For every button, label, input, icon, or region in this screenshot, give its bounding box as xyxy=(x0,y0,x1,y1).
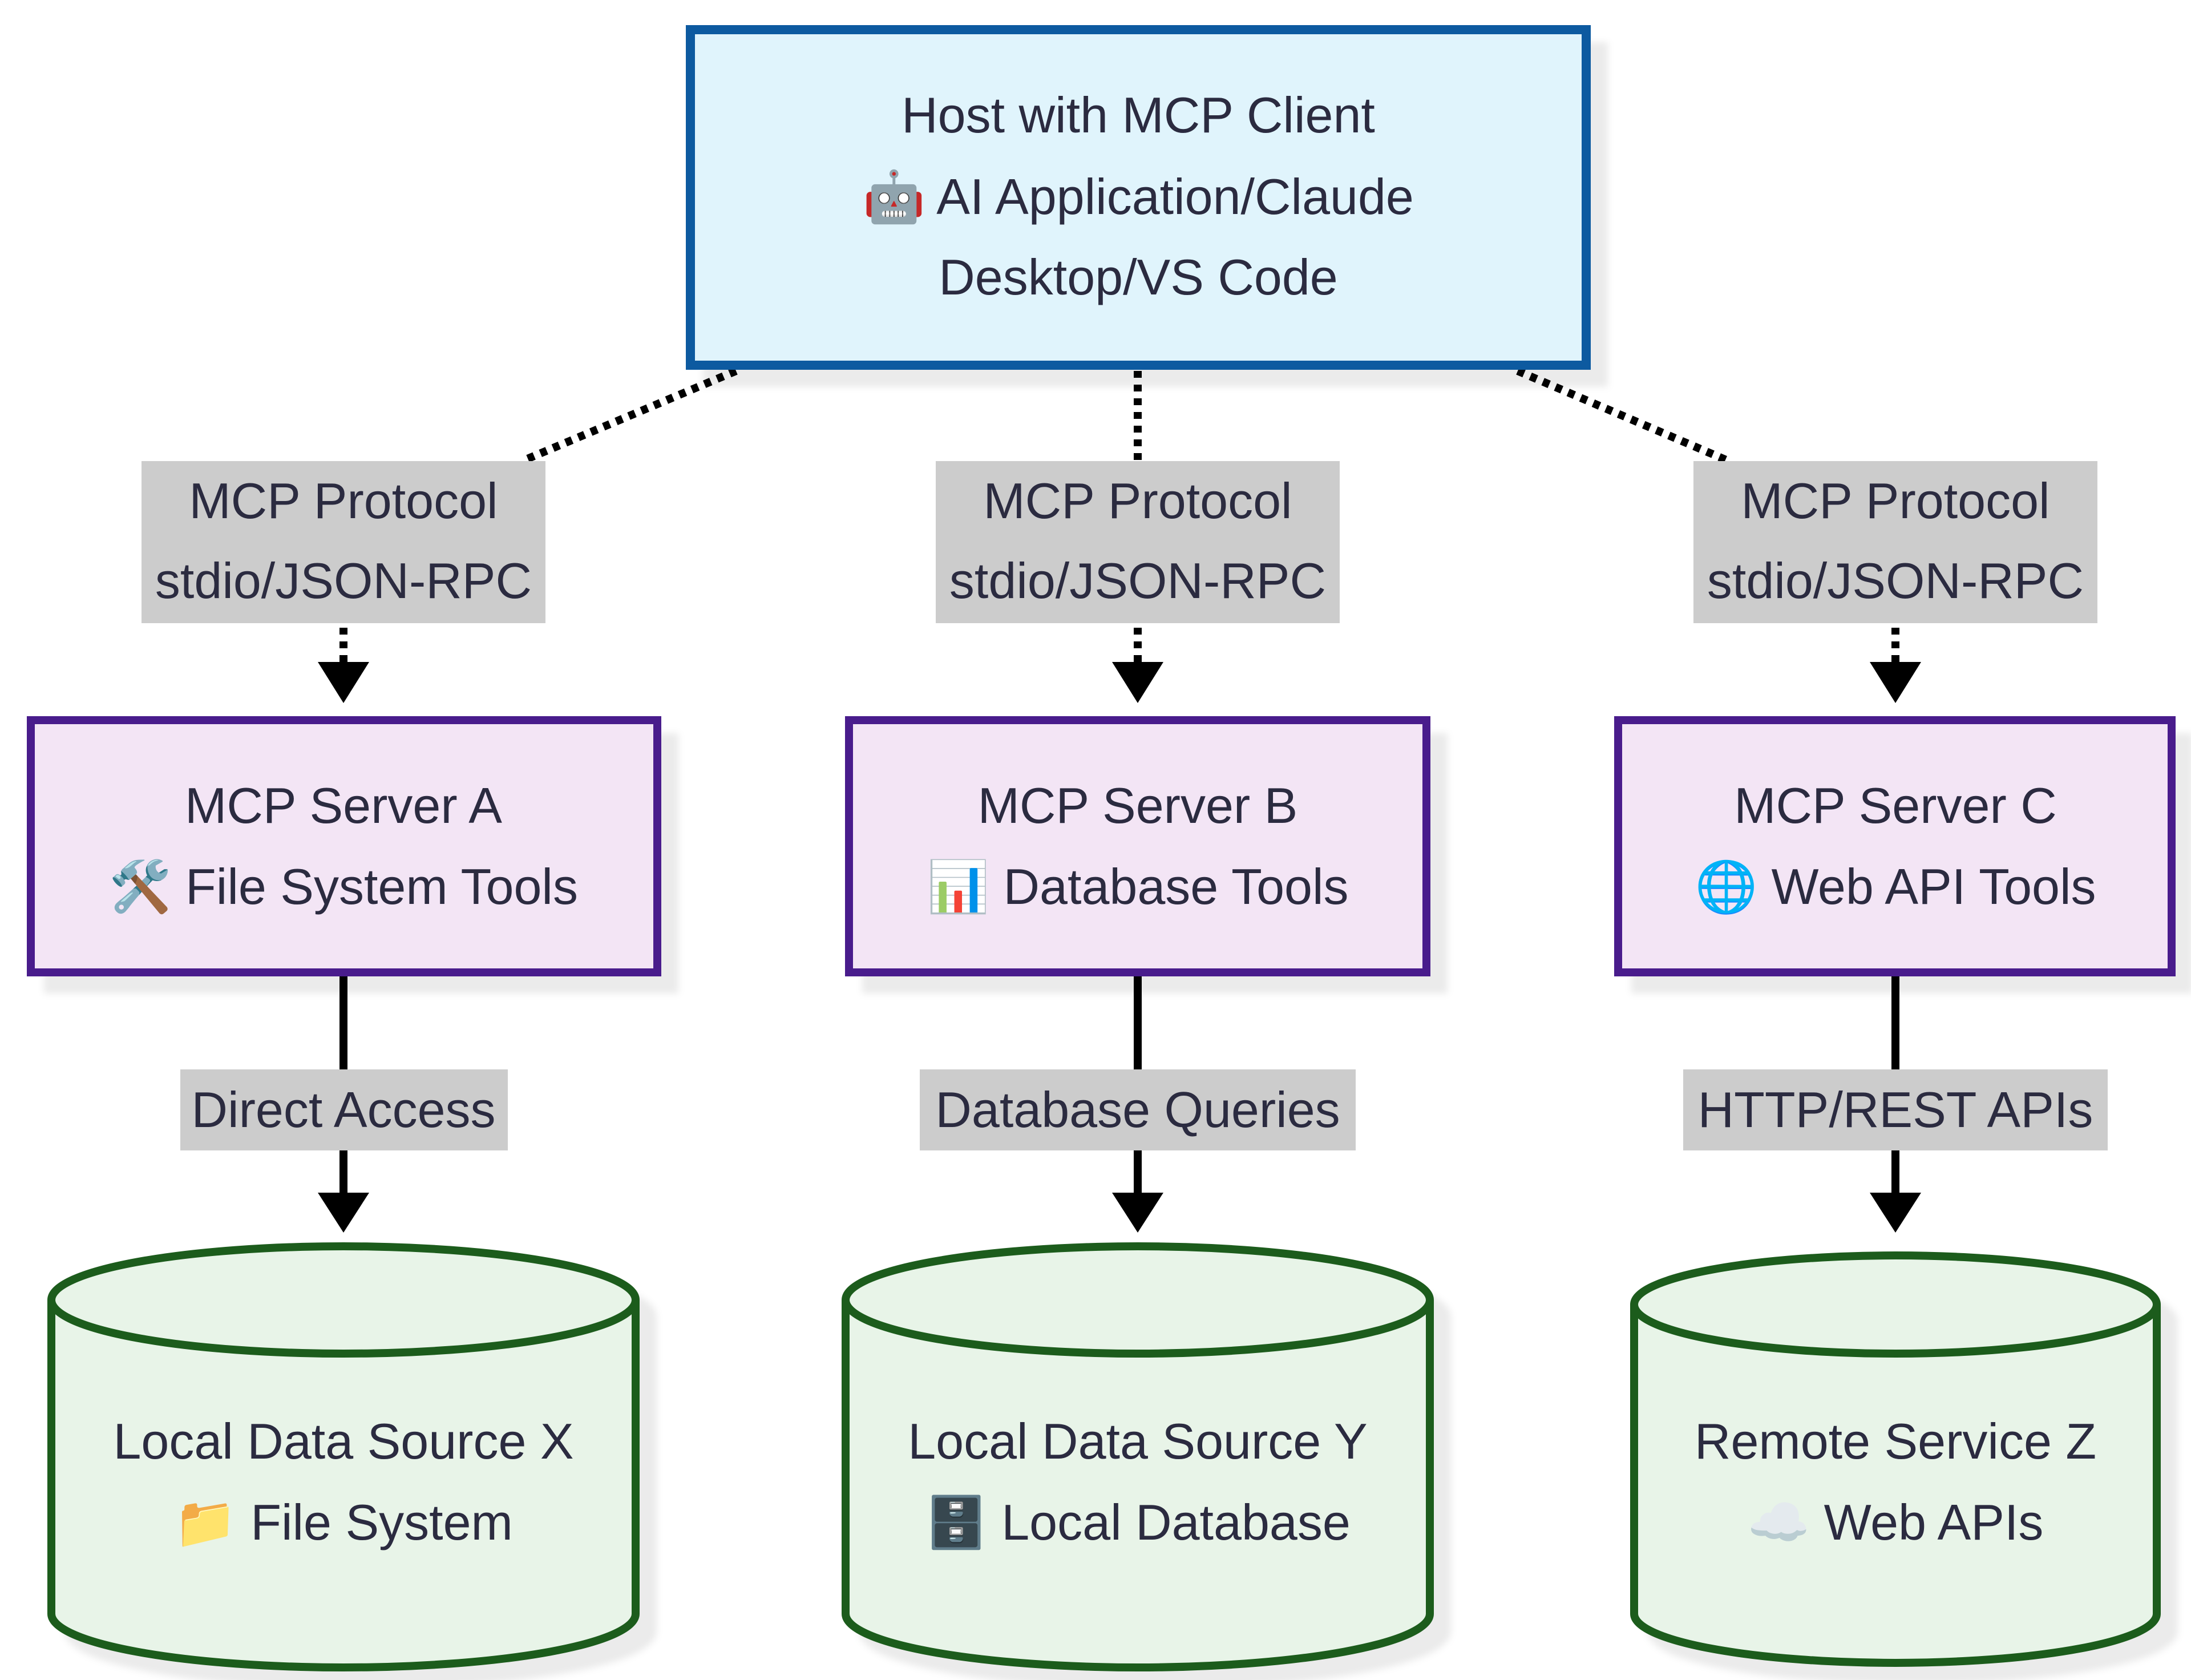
arrowhead-icon xyxy=(1870,662,1921,703)
source-title: Local Data Source Y xyxy=(908,1413,1368,1469)
server-title: MCP Server C xyxy=(1734,777,2057,834)
server-subtitle: 📊 Database Tools xyxy=(927,858,1348,915)
protocol-edge-c xyxy=(1516,367,1921,703)
host-node[interactable] xyxy=(686,25,1591,370)
server-node-b[interactable] xyxy=(845,716,1430,976)
server-subtitle: 🛠️ File System Tools xyxy=(109,857,578,915)
protocol-label-line2: stdio/JSON-RPC xyxy=(1707,552,2084,609)
arrowhead-icon xyxy=(1870,1193,1921,1233)
source-subtitle: 📁 File System xyxy=(174,1494,513,1550)
protocol-edge-b xyxy=(1112,371,1163,703)
host-subtitle: 🤖 AI Application/Claude xyxy=(863,168,1414,225)
source-title: Remote Service Z xyxy=(1695,1413,2096,1469)
server-subtitle: 🌐 Web API Tools xyxy=(1695,858,2096,915)
protocol-label-line1: MCP Protocol xyxy=(189,472,498,529)
protocol-label-a: MCP Protocol stdio/JSON-RPC xyxy=(142,461,545,623)
server-title: MCP Server A xyxy=(185,777,502,834)
remote-service-z[interactable] xyxy=(1630,1251,2161,1667)
host-title: Host with MCP Client xyxy=(902,87,1375,143)
protocol-label-line1: MCP Protocol xyxy=(983,472,1292,529)
access-label-text: Direct Access xyxy=(191,1081,495,1138)
access-label-a: Direct Access xyxy=(180,1069,508,1150)
arrowhead-icon xyxy=(318,662,369,703)
access-label-text: HTTP/REST APIs xyxy=(1698,1081,2093,1138)
protocol-edge-a xyxy=(318,367,738,703)
access-label-c: HTTP/REST APIs xyxy=(1683,1069,2108,1150)
arrowhead-icon xyxy=(1112,1193,1163,1233)
source-subtitle: 🗄️ Local Database xyxy=(925,1494,1351,1551)
server-title: MCP Server B xyxy=(978,777,1298,834)
protocol-label-b: MCP Protocol stdio/JSON-RPC xyxy=(936,461,1340,623)
server-node-c[interactable] xyxy=(1614,716,2176,976)
server-node-a[interactable] xyxy=(27,716,661,976)
access-label-text: Database Queries xyxy=(935,1081,1340,1138)
protocol-label-line2: stdio/JSON-RPC xyxy=(949,552,1326,609)
protocol-label-line1: MCP Protocol xyxy=(1741,472,2049,529)
access-label-b: Database Queries xyxy=(920,1069,1356,1150)
data-source-y[interactable] xyxy=(842,1242,1434,1671)
host-subtitle-cont: Desktop/VS Code xyxy=(939,249,1338,305)
protocol-label-c: MCP Protocol stdio/JSON-RPC xyxy=(1693,461,2097,623)
source-title: Local Data Source X xyxy=(113,1413,573,1469)
source-subtitle: ☁️ Web APIs xyxy=(1748,1494,2044,1550)
data-source-x[interactable] xyxy=(47,1242,640,1671)
protocol-label-line2: stdio/JSON-RPC xyxy=(155,552,532,609)
arrowhead-icon xyxy=(318,1193,369,1233)
arrowhead-icon xyxy=(1112,662,1163,703)
